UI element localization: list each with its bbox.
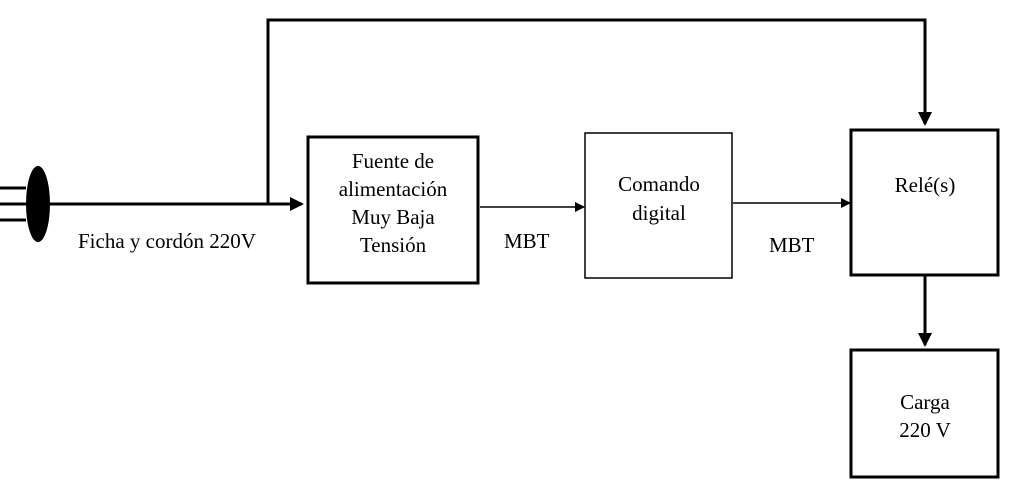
- plug-cord-label: Ficha y cordón 220V: [78, 229, 256, 253]
- carga-label-line2: 220 V: [899, 418, 951, 442]
- fuente-label-line3: Muy Baja: [351, 205, 435, 229]
- plug-icon: [0, 166, 50, 242]
- rele-block: [849, 128, 1000, 277]
- rele-label: Relé(s): [895, 173, 956, 197]
- fuente-label-line4: Tensión: [360, 233, 427, 257]
- comando-label-line1: Comando: [618, 172, 700, 196]
- mbt-label-1: MBT: [504, 229, 550, 253]
- comando-block: [584, 132, 733, 279]
- mbt-label-2: MBT: [769, 233, 815, 257]
- fuente-block: [306, 135, 480, 285]
- fuente-label-line1: Fuente de: [352, 149, 434, 173]
- carga-label-line1: Carga: [900, 390, 950, 414]
- comando-label-line2: digital: [632, 201, 686, 225]
- bypass-line: [266, 18, 932, 204]
- fuente-label-line2: alimentación: [339, 177, 448, 201]
- carga-block: [849, 348, 1000, 479]
